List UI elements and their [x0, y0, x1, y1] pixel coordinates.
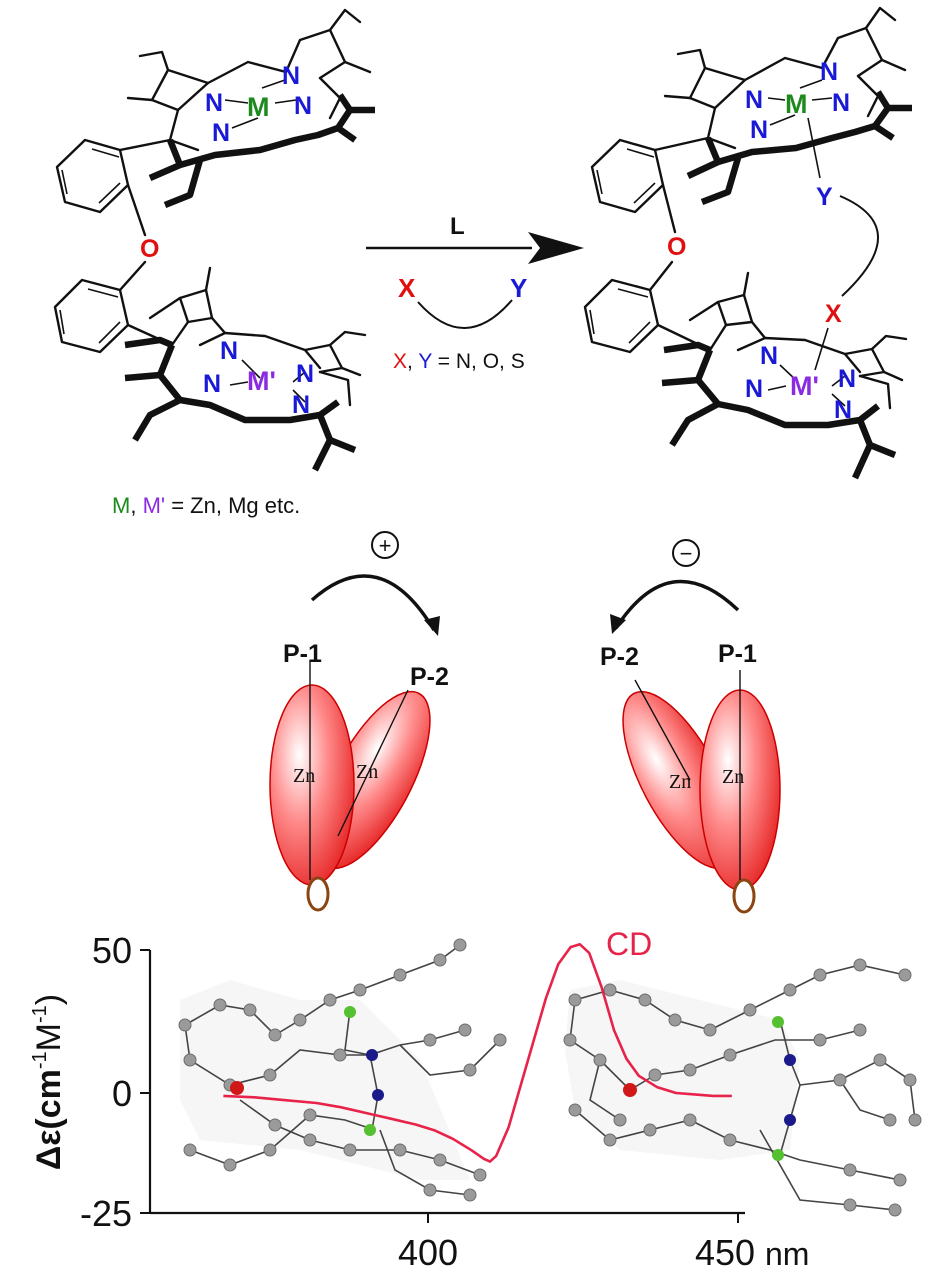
legend-m: M: [112, 493, 130, 518]
cd-curve-line: [223, 942, 732, 1163]
upper-phenyl-ring-bridged: [590, 136, 710, 234]
atom-n: N: [745, 86, 763, 114]
xy-legend: X, Y = N, O, S: [393, 350, 525, 373]
metal-m: M: [247, 92, 270, 122]
metal-m-prime: M': [247, 366, 276, 396]
linker-ring: [732, 878, 756, 914]
xray-structure-left: [178, 938, 507, 1202]
xray-atoms-right: [563, 958, 922, 1217]
legend-m-prime: M': [143, 493, 166, 518]
xray-zinc: [364, 1124, 376, 1136]
label-p2: P-2: [410, 663, 449, 691]
atom-n: N: [834, 396, 852, 424]
negative-chirality-model: − P-2 P-1 Zn Zn: [600, 539, 781, 914]
atom-n: N: [220, 337, 238, 365]
plus-sign: +: [379, 533, 392, 558]
upper-porphyrin: N N N N M: [126, 8, 375, 209]
positive-chirality-model: + P-1 P-2 Zn Zn: [269, 531, 449, 912]
minus-sign-icon: [672, 539, 700, 567]
xray-nitrogen: [372, 1089, 384, 1101]
atom-n: N: [832, 89, 850, 117]
legend-rest: = Zn, Mg etc.: [165, 493, 300, 518]
cd-chart: 50 0 -25 400 450 nm Δε(cm-1M-1) CD: [29, 926, 922, 1273]
xray-oxygen: [623, 1083, 637, 1097]
xray-structure-right: [563, 958, 922, 1217]
y-tick-label: 0: [112, 1073, 132, 1114]
y-axis-label: Δε(cm-1M-1): [29, 994, 68, 1170]
upper-porphyrin-bridged: N N N N M: [663, 6, 912, 206]
ligand-x-bound: X: [825, 300, 842, 328]
label-p1: P-1: [283, 640, 322, 668]
metal-zn-p2: Zn: [356, 761, 378, 783]
xy-legend-sep: ,: [407, 350, 418, 373]
upper-phenyl-ring: [55, 138, 172, 237]
xray-nitrogen: [366, 1049, 378, 1061]
y-tick-label: -25: [80, 1193, 132, 1234]
reaction-arrow: L X Y X, Y = N, O, S: [366, 213, 584, 373]
bisporphyrin-bridged: N N N N M Y X O: [583, 6, 912, 480]
series-label-cd: CD: [606, 926, 652, 962]
arrow-label: L: [450, 213, 465, 240]
ligand-y: Y: [510, 273, 527, 303]
bisporphyrin-open: N N N N M O: [53, 8, 375, 472]
xray-zinc: [344, 1006, 356, 1018]
minus-sign: −: [680, 541, 693, 566]
bridging-ligand-arc: [839, 195, 879, 297]
xray-zinc: [772, 1149, 784, 1161]
lower-porphyrin-bridged: N N N N M': [661, 271, 908, 480]
metal-zn-p1: Zn: [722, 766, 744, 788]
metal-m: M: [785, 89, 808, 119]
xy-legend-y: Y: [418, 350, 432, 373]
xray-zinc: [772, 1016, 784, 1028]
x-axis-unit: nm: [765, 1236, 809, 1272]
xy-legend-rest: = N, O, S: [432, 350, 525, 373]
atom-n: N: [294, 92, 312, 120]
atom-n: N: [205, 89, 223, 117]
cd-series: [223, 942, 732, 1163]
xray-nitrogen: [784, 1054, 796, 1066]
ligand-y-bound: Y: [816, 183, 833, 211]
xray-atoms-left: [178, 938, 507, 1202]
x-tick-label: 400: [398, 1232, 458, 1273]
atom-n: N: [838, 365, 856, 393]
linker-ring: [306, 876, 330, 912]
ether-oxygen: O: [140, 235, 159, 263]
plus-sign-icon: [371, 531, 399, 559]
metal-m-prime: M': [790, 371, 819, 401]
metal-legend: M, M' = Zn, Mg etc.: [112, 493, 300, 518]
label-p2: P-2: [600, 643, 639, 671]
atom-n: N: [212, 119, 230, 147]
xray-nitrogen: [784, 1114, 796, 1126]
ligand-x: X: [398, 273, 416, 303]
legend-sep: ,: [130, 493, 142, 518]
xy-legend-x: X: [393, 350, 407, 373]
ether-oxygen: O: [667, 233, 686, 261]
y-tick-label: 50: [92, 930, 132, 971]
atom-n: N: [282, 62, 300, 90]
atom-n: N: [750, 116, 768, 144]
atom-n: N: [745, 375, 763, 403]
rotation-arrow-counterclockwise: [614, 579, 740, 629]
xray-oxygen: [230, 1081, 244, 1095]
metal-zn-p2: Zn: [669, 771, 691, 793]
rotation-arrow-clockwise: [310, 574, 436, 631]
atom-n: N: [296, 360, 314, 388]
metal-zn-p1: Zn: [293, 765, 315, 787]
lower-porphyrin: N N N N M': [124, 266, 367, 472]
atom-n: N: [820, 58, 838, 86]
label-p1: P-1: [718, 640, 757, 668]
lower-phenyl-ring-bridged: [583, 260, 712, 354]
atom-n: N: [292, 391, 310, 419]
x-tick-label: 450: [695, 1232, 755, 1273]
atom-n: N: [203, 370, 221, 398]
atom-n: N: [760, 342, 778, 370]
